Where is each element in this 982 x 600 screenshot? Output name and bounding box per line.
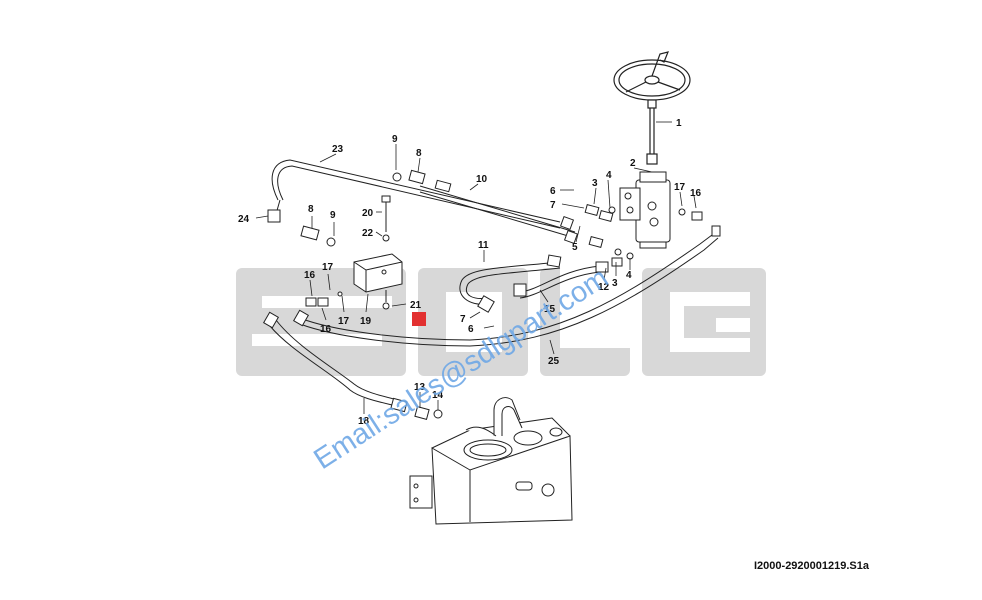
callout-3: 3: [612, 278, 618, 289]
hose-23: [271, 159, 561, 223]
callout-1: 1: [676, 118, 682, 129]
callout-23: 23: [332, 144, 344, 155]
callout-17: 17: [338, 316, 350, 327]
hose-10: [419, 185, 576, 233]
callout-16: 16: [690, 188, 702, 199]
callout-9: 9: [392, 134, 398, 145]
callout-4: 4: [626, 270, 632, 281]
callout-20: 20: [362, 208, 374, 219]
callout-4: 4: [606, 170, 612, 181]
callout-13: 13: [414, 382, 426, 393]
brand-watermark: [236, 268, 766, 376]
callout-24: 24: [238, 214, 250, 225]
watermark-red-dot: [412, 312, 426, 326]
fittings: [262, 169, 721, 420]
callout-19: 19: [360, 316, 372, 327]
callout-17: 17: [322, 262, 334, 273]
callout-8: 8: [308, 204, 314, 215]
callout-5: 5: [572, 242, 578, 253]
steering-wheel: [613, 51, 691, 165]
callout-7: 7: [550, 200, 556, 211]
callout-3: 3: [592, 178, 598, 189]
hose-11: [459, 261, 561, 305]
callout-6: 6: [550, 186, 556, 197]
hydraulic-tank: [409, 397, 573, 525]
callout-16: 16: [304, 270, 316, 281]
callout-8: 8: [416, 148, 422, 159]
callout-12: 12: [598, 282, 610, 293]
fitting-8-left: [300, 225, 320, 241]
callout-9: 9: [330, 210, 336, 221]
valve-block: [353, 195, 403, 310]
callout-2: 2: [630, 158, 636, 169]
drawing-id: I2000-2920001219.S1a: [754, 560, 869, 572]
callout-14: 14: [432, 390, 444, 401]
elbow-24: [267, 209, 281, 223]
fitting-8-top: [408, 169, 426, 185]
callout-17: 17: [674, 182, 686, 193]
callout-18: 18: [358, 416, 370, 427]
callout-16: 16: [320, 324, 332, 335]
callout-15: 15: [544, 304, 556, 315]
callout-11: 11: [478, 240, 489, 251]
callout-22: 22: [362, 228, 374, 239]
leader-lines: [255, 121, 697, 414]
callout-6: 6: [468, 324, 474, 335]
callout-25: 25: [548, 356, 560, 367]
callout-labels: 1 2 3 4 17 16 6 7 5 10 9 8 23 24 8 9 20 …: [238, 118, 702, 427]
hose-25: [299, 231, 717, 341]
watermark-block-s: [236, 268, 406, 376]
callout-7: 7: [460, 314, 466, 325]
steering-control-unit: [619, 171, 671, 249]
o-ring-9-left: [326, 237, 336, 247]
o-ring-9-top: [392, 172, 402, 182]
callout-21: 21: [410, 300, 422, 311]
hose-18: [269, 325, 397, 407]
callout-10: 10: [476, 174, 488, 185]
